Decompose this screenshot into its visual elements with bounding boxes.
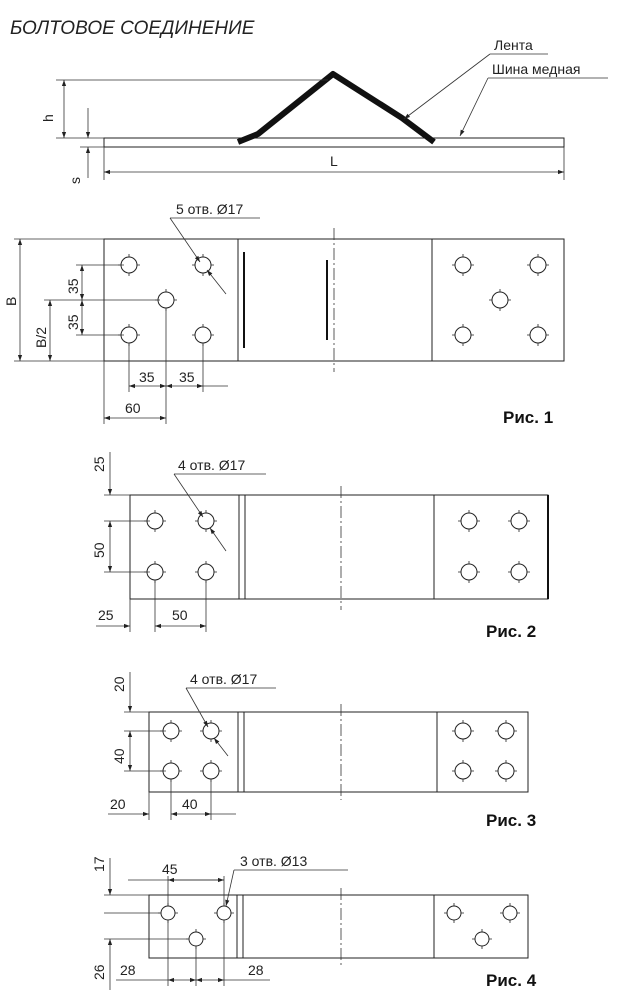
fig1-35-v2-label: 35 bbox=[65, 314, 81, 330]
fig3-40-v-label: 40 bbox=[111, 748, 127, 764]
fig3-20-v-label: 20 bbox=[111, 676, 127, 692]
hole bbox=[195, 561, 217, 583]
fig2: 4 отв. Ø17 25 50 25 50 Рис. 2 bbox=[91, 452, 549, 641]
hole bbox=[200, 760, 222, 782]
hole bbox=[458, 561, 480, 583]
fig1-holes-label: 5 отв. Ø17 bbox=[176, 201, 243, 217]
hole bbox=[500, 903, 520, 923]
hole bbox=[452, 720, 474, 742]
fig4-plate bbox=[148, 894, 529, 959]
fig1-60-label: 60 bbox=[125, 400, 141, 416]
fig3-20-h-label: 20 bbox=[110, 796, 126, 812]
hole bbox=[452, 254, 474, 276]
hole bbox=[527, 324, 549, 346]
fig1: 5 отв. Ø17 B B/2 35 35 35 35 60 Рис. 1 bbox=[3, 201, 565, 427]
fig4-26-v-label: 26 bbox=[91, 964, 107, 980]
tape-leader bbox=[403, 53, 491, 120]
hole bbox=[452, 760, 474, 782]
fig2-25-h-label: 25 bbox=[98, 607, 114, 623]
bus-leader bbox=[459, 77, 489, 137]
fig2-50-h-label: 50 bbox=[172, 607, 188, 623]
fig4-45-h-label: 45 bbox=[162, 861, 178, 877]
fig2-holes bbox=[144, 510, 530, 583]
fig1-B-label: B bbox=[3, 297, 19, 306]
fig1-holes-leader bbox=[169, 217, 201, 263]
hole bbox=[508, 510, 530, 532]
fig2-plate bbox=[129, 494, 549, 600]
tape-label: Лента bbox=[494, 37, 533, 53]
fig1-35-h1-label: 35 bbox=[139, 369, 155, 385]
fig4-caption: Рис. 4 bbox=[486, 971, 537, 990]
fig1-35-v1-label: 35 bbox=[65, 278, 81, 294]
hole bbox=[452, 324, 474, 346]
fig1-caption: Рис. 1 bbox=[503, 408, 553, 427]
fig2-holes-leader-2 bbox=[209, 527, 227, 552]
page-title: БОЛТОВОЕ СОЕДИНЕНИЕ bbox=[10, 18, 255, 39]
fig3-plate bbox=[148, 711, 529, 793]
fig4: 3 отв. Ø13 17 26 45 28 28 Рис. 4 bbox=[91, 853, 537, 990]
copper-bus bbox=[103, 137, 565, 148]
hole bbox=[495, 760, 517, 782]
h-label: h bbox=[40, 114, 56, 122]
fig4-holes bbox=[158, 903, 520, 949]
side-view: h s L Лента Шина медная bbox=[40, 37, 608, 184]
hole bbox=[192, 324, 214, 346]
hole bbox=[192, 254, 214, 276]
L-label: L bbox=[330, 153, 338, 169]
hole bbox=[527, 254, 549, 276]
fig3-40-h-label: 40 bbox=[182, 796, 198, 812]
hole bbox=[195, 510, 217, 532]
hole bbox=[472, 929, 492, 949]
fig2-holes-label: 4 отв. Ø17 bbox=[178, 457, 245, 473]
hole bbox=[444, 903, 464, 923]
fig3-holes-leader-2 bbox=[213, 737, 229, 757]
fig3-holes-label: 4 отв. Ø17 bbox=[190, 671, 257, 687]
hole bbox=[489, 289, 511, 311]
fig1-35-h2-label: 35 bbox=[179, 369, 195, 385]
bus-label: Шина медная bbox=[492, 61, 580, 77]
hole bbox=[200, 720, 222, 742]
fig1-holes bbox=[118, 254, 549, 346]
fig2-holes-leader bbox=[173, 473, 204, 518]
fig4-holes-label: 3 отв. Ø13 bbox=[240, 853, 307, 869]
fig4-28-h1-label: 28 bbox=[120, 962, 136, 978]
fig2-25-v-label: 25 bbox=[91, 456, 107, 472]
fig3-holes bbox=[160, 720, 517, 782]
hole bbox=[458, 510, 480, 532]
fig4-17-v-label: 17 bbox=[91, 856, 107, 872]
hole bbox=[495, 720, 517, 742]
fig3-caption: Рис. 3 bbox=[486, 811, 536, 830]
fig4-28-h2-label: 28 bbox=[248, 962, 264, 978]
s-label: s bbox=[67, 177, 83, 184]
fig4-holes-leader bbox=[225, 869, 235, 907]
fig2-caption: Рис. 2 bbox=[486, 622, 536, 641]
fig2-50-v-label: 50 bbox=[91, 542, 107, 558]
fig3: 4 отв. Ø17 20 40 20 40 Рис. 3 bbox=[108, 671, 536, 830]
hole bbox=[508, 561, 530, 583]
fig1-holes-leader-2 bbox=[206, 269, 227, 295]
fig1-B2-label: B/2 bbox=[33, 327, 49, 348]
fig3-holes-leader bbox=[185, 687, 209, 728]
tape bbox=[236, 71, 436, 145]
